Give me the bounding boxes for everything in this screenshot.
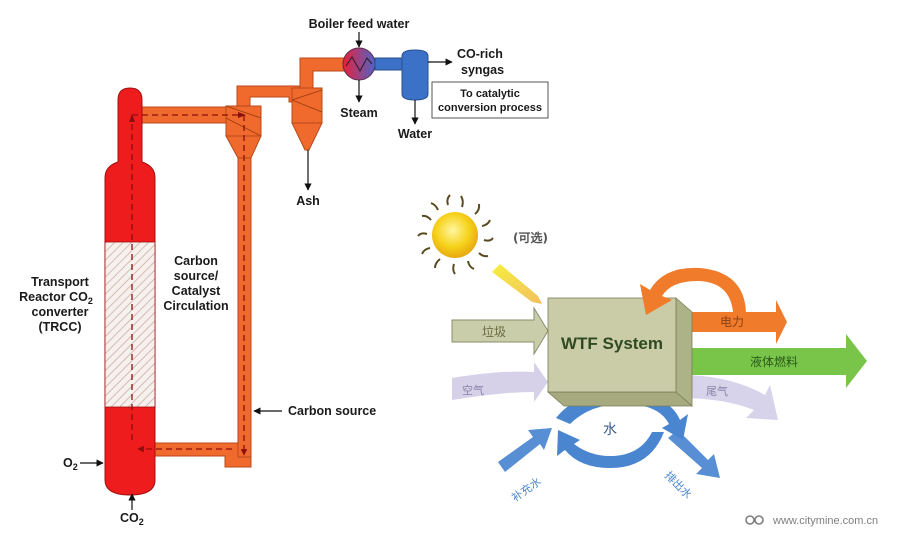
heat-exchanger xyxy=(342,47,376,81)
catalytic-box-line2: conversion process xyxy=(438,102,542,114)
syngas-pipe xyxy=(374,57,406,71)
power-feedback-arrow xyxy=(640,267,746,315)
catalytic-box-line1: To catalytic xyxy=(460,88,520,100)
watermark-url: www.citymine.com.cn xyxy=(772,515,878,527)
o2-label: O2 xyxy=(63,456,78,472)
makeup-water-arrow xyxy=(498,428,552,472)
svg-text:Reactor CO2: Reactor CO2 xyxy=(19,290,93,306)
cyclone-connector-pipe xyxy=(236,85,301,107)
trcc-reactor xyxy=(104,87,156,496)
syngas-cooler xyxy=(401,49,429,101)
hx-inlet-pipe xyxy=(299,57,346,89)
syngas-label-line2: syngas xyxy=(461,63,504,77)
solar-input-arrow xyxy=(492,264,542,304)
watermark: www.citymine.com.cn xyxy=(745,515,878,527)
air-label: 空气 xyxy=(462,383,484,397)
wtf-system-label: WTF System xyxy=(561,334,663,353)
svg-text:source/: source/ xyxy=(174,269,219,283)
optional-label: (可选) xyxy=(513,230,548,245)
svg-text:Carbon: Carbon xyxy=(174,254,218,268)
svg-text:converter: converter xyxy=(32,305,89,319)
svg-text:Circulation: Circulation xyxy=(163,299,228,313)
svg-text:(TRCC): (TRCC) xyxy=(38,320,81,334)
trcc-process: Boiler feed water CO-rich syngas To cata… xyxy=(19,17,549,527)
secondary-cyclone xyxy=(291,87,323,151)
boiler-feed-water-label: Boiler feed water xyxy=(309,17,410,31)
wtf-system-box xyxy=(546,297,694,407)
citymine-logo-icon xyxy=(745,515,764,525)
svg-text:Transport: Transport xyxy=(31,275,89,289)
svg-text:Catalyst: Catalyst xyxy=(172,284,221,298)
syngas-label-line1: CO-rich xyxy=(457,47,503,61)
carbon-source-label: Carbon source xyxy=(288,404,376,418)
liquid-fuel-label: 液体燃料 xyxy=(750,354,798,369)
water-cycle-label: 水 xyxy=(603,422,617,438)
water-cycle-arc-bottom xyxy=(557,430,664,468)
steam-label: Steam xyxy=(340,106,378,120)
discharge-water-arrow xyxy=(668,430,720,478)
ash-label: Ash xyxy=(296,194,320,208)
exhaust-label: 尾气 xyxy=(706,384,728,398)
air-input-arrow xyxy=(452,362,548,402)
return-pipe xyxy=(154,442,252,468)
co2-label: CO2 xyxy=(120,511,144,527)
trcc-label: Transport Reactor CO2 converter (TRCC) xyxy=(19,275,93,334)
solids-flow-path xyxy=(131,114,248,456)
catalytic-conversion-box xyxy=(431,81,549,119)
power-label: 电力 xyxy=(720,315,744,329)
reactor-bed-hatched xyxy=(104,241,156,408)
exhaust-output-arrow xyxy=(680,375,778,420)
circulation-label: Carbon source/ Catalyst Circulation xyxy=(163,254,228,313)
makeup-water-label: 补充水 xyxy=(509,474,544,504)
liquid-fuel-output-arrow xyxy=(680,334,867,388)
discharge-water-label: 排出水 xyxy=(662,468,695,501)
water-label: Water xyxy=(398,127,432,141)
garbage-input-arrow xyxy=(451,306,549,356)
power-output-arrow xyxy=(680,300,787,344)
garbage-label: 垃圾 xyxy=(482,324,506,339)
wtf-system-diagram: (可选) WTF System 垃圾 空气 电力 液体燃 xyxy=(417,194,867,504)
sun-icon xyxy=(417,194,494,275)
